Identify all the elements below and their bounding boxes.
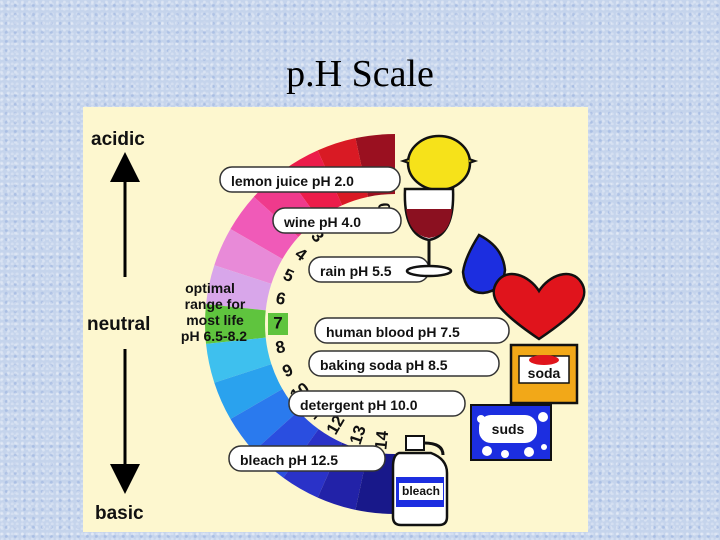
label-pill — [308, 350, 500, 377]
example-lemon-label: lemon juice pH 2.0 — [231, 173, 354, 189]
basic-label: basic — [95, 503, 144, 524]
optimal-range-note: optimal range for most life pH 6.5-8.2 — [181, 280, 247, 344]
acidic-label: acidic — [91, 129, 145, 150]
optimal-line-2: range for — [185, 296, 246, 312]
ph-scale-number: 4 — [292, 244, 311, 265]
label-pill — [219, 166, 401, 193]
slide-title: p.H Scale — [286, 53, 434, 95]
soda-box-label: soda — [528, 365, 561, 381]
ph-scale-number: 6 — [274, 288, 287, 309]
ph-diagram-panel: 01234567891011121314 acidic neutral basi… — [83, 107, 588, 532]
label-pill — [228, 445, 386, 472]
soda-box-icon: soda — [509, 343, 579, 405]
ph-band-segment — [214, 229, 283, 284]
ph-scale-number: 13 — [346, 423, 370, 447]
label-pill — [288, 390, 466, 417]
bleach-jug-icon: bleach — [391, 435, 449, 527]
raindrop-icon — [461, 233, 507, 295]
suds-box-label: suds — [492, 421, 525, 437]
ph-band-segment — [230, 389, 299, 452]
ph-scale-number: 7 — [273, 313, 282, 332]
neutral-label: neutral — [87, 314, 150, 335]
example-labels: lemon juice pH 2.0 wine pH 4.0 rain pH 5… — [219, 166, 510, 472]
ph-scale-number: 5 — [280, 265, 296, 286]
ph-scale-number: 8 — [274, 337, 287, 358]
ph-band-segment — [206, 265, 272, 311]
wine-glass-icon — [403, 187, 455, 278]
example-rain-label: rain pH 5.5 — [320, 263, 392, 279]
heart-icon — [492, 272, 586, 341]
ph-scale-number: 14 — [371, 429, 392, 450]
ph-scale-diagram: 01234567891011121314 acidic neutral basi… — [87, 129, 586, 527]
neutral-highlight — [268, 313, 288, 335]
optimal-line-3: most life — [186, 312, 244, 328]
example-bleach-label: bleach pH 12.5 — [240, 452, 338, 468]
optimal-line-1: optimal — [185, 280, 235, 296]
optimal-line-4: pH 6.5-8.2 — [181, 328, 247, 344]
ph-band-segment — [205, 304, 266, 344]
example-wine-label: wine pH 4.0 — [283, 214, 361, 230]
lemon-icon — [399, 134, 479, 192]
example-detergent-label: detergent pH 10.0 — [300, 397, 418, 413]
label-pill — [272, 207, 402, 234]
ph-band-segment — [206, 337, 272, 383]
suds-box-icon: suds — [470, 404, 552, 461]
ph-color-band — [205, 134, 395, 514]
bleach-jug-label: bleach — [402, 484, 440, 498]
ph-scale-number: 9 — [280, 360, 296, 381]
label-pill — [314, 317, 510, 344]
example-soda-label: baking soda pH 8.5 — [320, 357, 448, 373]
ph-band-segment — [230, 196, 299, 259]
example-blood-label: human blood pH 7.5 — [326, 324, 460, 340]
ph-band-segment — [214, 364, 283, 419]
